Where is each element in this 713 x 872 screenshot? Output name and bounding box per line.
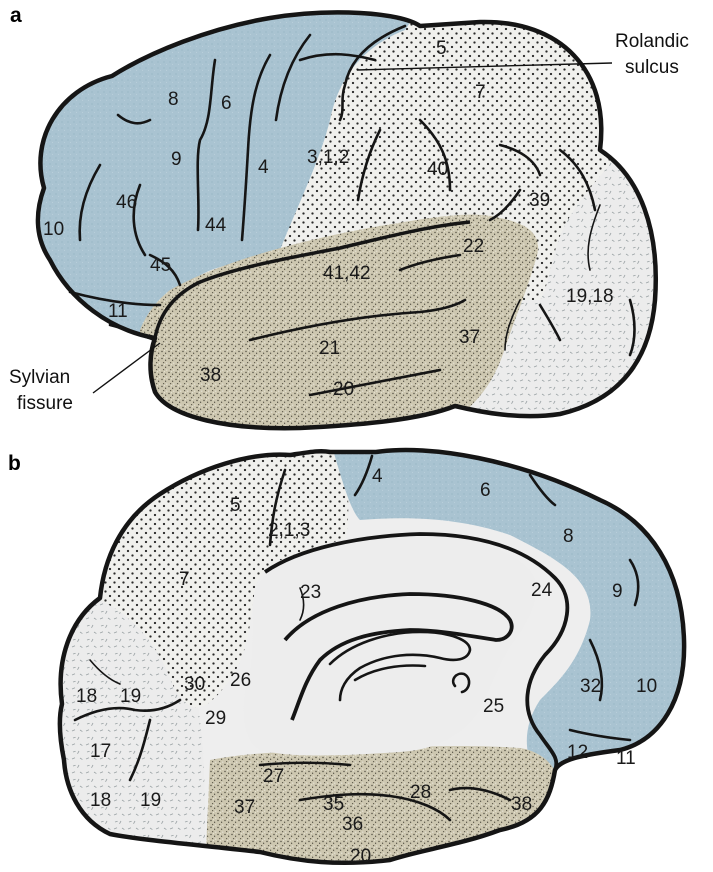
area-label: 6	[221, 93, 232, 114]
area-label: 11	[616, 748, 636, 769]
area-label: 6	[480, 480, 491, 501]
area-label: 4	[372, 466, 383, 487]
area-label: 38	[511, 794, 532, 815]
sylvian-fissure-callout-line2: fissure	[17, 393, 73, 414]
area-label: 36	[342, 814, 363, 835]
area-label: 22	[463, 236, 484, 257]
area-label: 30	[184, 674, 205, 695]
sylvian-fissure-callout-line1: Sylvian	[9, 367, 70, 388]
area-label: 17	[90, 741, 111, 762]
area-label: 29	[205, 708, 226, 729]
area-label: 8	[563, 526, 574, 547]
area-label: 40	[427, 159, 448, 180]
lateral-region-fills	[0, 0, 713, 440]
area-label: 27	[263, 766, 284, 787]
area-label: 9	[171, 149, 182, 170]
area-label: 5	[230, 495, 241, 516]
area-label: 9	[612, 581, 623, 602]
rolandic-sulcus-callout-line2: sulcus	[625, 57, 679, 78]
area-label: 41,42	[323, 263, 371, 284]
area-label: 28	[410, 782, 431, 803]
area-label: 18	[90, 790, 111, 811]
area-label: 45	[150, 255, 171, 276]
area-label: 32	[580, 676, 601, 697]
area-label: 39	[529, 190, 550, 211]
area-label: 37	[459, 327, 480, 348]
area-label: 46	[116, 192, 137, 213]
area-label: 19,18	[566, 286, 614, 307]
area-label: 37	[234, 797, 255, 818]
area-label: 35	[323, 794, 344, 815]
area-label: 44	[205, 215, 227, 236]
area-label: 7	[475, 82, 486, 103]
area-label: 19	[120, 686, 141, 707]
area-label: 12	[567, 742, 588, 763]
panel-label-a: a	[10, 4, 22, 27]
area-label: 7	[179, 569, 190, 590]
area-label: 10	[636, 676, 657, 697]
area-label: 11	[108, 301, 128, 322]
area-label: 20	[333, 379, 354, 400]
area-label: 23	[300, 582, 321, 603]
area-label: 24	[531, 580, 553, 601]
rolandic-sulcus-callout-line1: Rolandic	[615, 31, 689, 52]
area-label: 38	[200, 365, 221, 386]
area-label: 19	[140, 790, 161, 811]
area-label: 3,1,2	[307, 147, 349, 168]
area-label: 26	[230, 670, 251, 691]
area-label: 21	[319, 338, 340, 359]
lateral-brain-view	[0, 0, 713, 440]
area-label: 25	[483, 696, 504, 717]
area-label: 2,1,3	[268, 520, 310, 541]
area-label: 18	[76, 686, 97, 707]
panel-label-b: b	[8, 452, 21, 475]
area-label: 8	[168, 89, 179, 110]
area-label: 20	[350, 846, 371, 867]
area-label: 5	[436, 38, 447, 59]
area-label: 10	[43, 219, 64, 240]
area-label: 4	[258, 157, 269, 178]
